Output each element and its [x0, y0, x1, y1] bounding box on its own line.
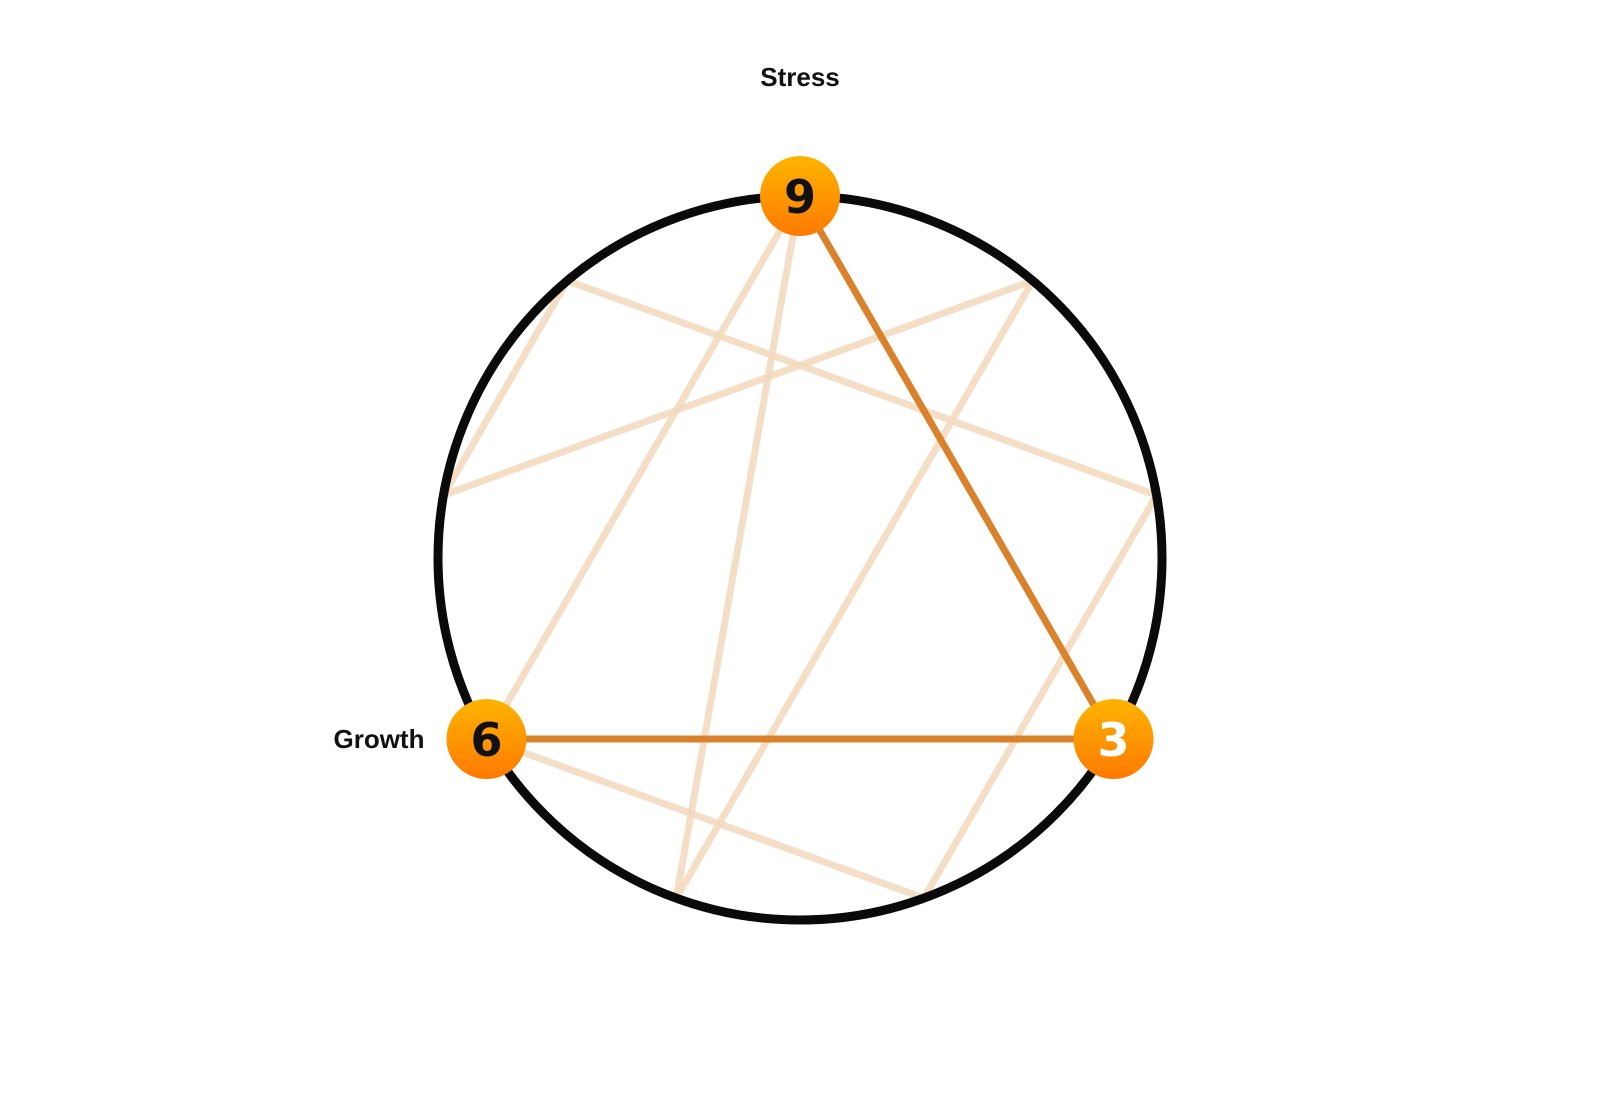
faint-connection-line — [672, 192, 804, 902]
faint-connection-line — [439, 277, 1037, 499]
type-node-circle — [760, 156, 840, 236]
faint-connection-line — [482, 192, 804, 743]
type-node-circle — [446, 699, 527, 779]
active-lines — [482, 192, 1118, 743]
type-node-circle — [1073, 699, 1154, 779]
type-node-number: 3 — [1097, 713, 1129, 767]
faint-connection-line — [563, 277, 1161, 499]
faint-lines — [439, 192, 1161, 902]
type-node-number: 9 — [784, 170, 816, 224]
outer-circle — [433, 191, 1167, 925]
type-node-3: 3 — [1073, 699, 1154, 779]
stress-label: Stress — [760, 62, 840, 92]
type-nodes: 9 3 6 — [446, 156, 1154, 779]
faint-connection-line — [482, 735, 928, 902]
growth-label: Growth — [333, 724, 424, 754]
type-node-number: 6 — [470, 713, 502, 767]
type-node-6: 6 — [446, 699, 527, 779]
active-connection-line — [796, 192, 1118, 743]
faint-connection-line — [672, 277, 1037, 902]
type-node-9: 9 — [760, 156, 840, 236]
faint-connection-line — [439, 277, 571, 499]
faint-connection-line — [920, 491, 1161, 902]
